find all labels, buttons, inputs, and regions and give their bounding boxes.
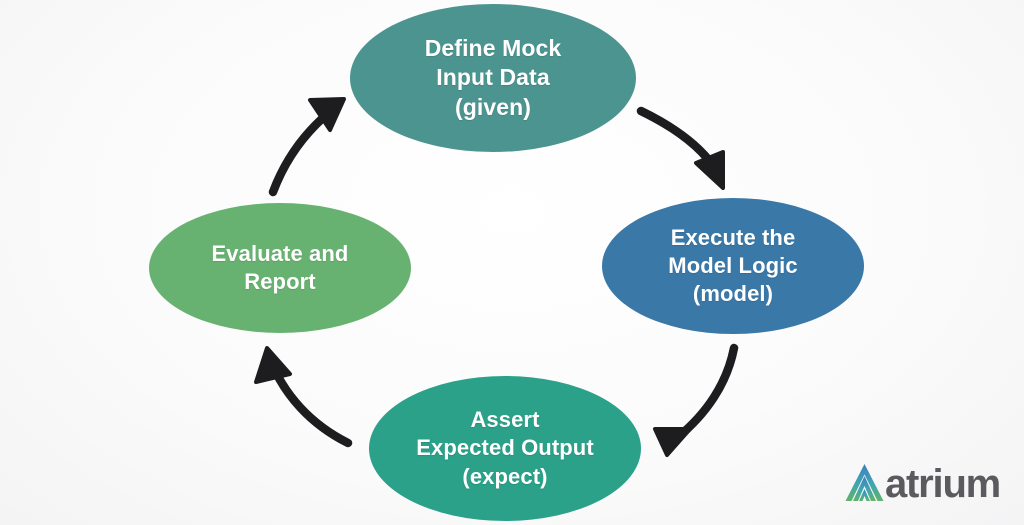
atrium-wordmark: atrium bbox=[885, 462, 1001, 506]
arrow-evaluate-to-given bbox=[268, 97, 346, 197]
node-label-model: Execute the Model Logic (model) bbox=[668, 224, 798, 307]
node-label-evaluate: Evaluate and Report bbox=[211, 240, 349, 294]
arrow-given-to-model bbox=[636, 106, 725, 190]
arrow-model-to-expect bbox=[653, 343, 739, 457]
node-execute-the-model-logic[interactable]: Execute the Model Logic (model) bbox=[602, 198, 864, 334]
node-assert-expected-output[interactable]: Assert Expected Output (expect) bbox=[369, 376, 641, 521]
atrium-logo: atrium bbox=[843, 458, 1015, 508]
node-label-given: Define Mock Input Data (given) bbox=[424, 34, 562, 120]
arrow-expect-to-evaluate bbox=[254, 346, 353, 448]
node-evaluate-and-report[interactable]: Evaluate and Report bbox=[149, 203, 411, 333]
node-define-mock-input-data[interactable]: Define Mock Input Data (given) bbox=[350, 4, 636, 152]
atrium-mark-icon bbox=[845, 464, 884, 501]
node-label-expect: Assert Expected Output (expect) bbox=[416, 407, 594, 489]
